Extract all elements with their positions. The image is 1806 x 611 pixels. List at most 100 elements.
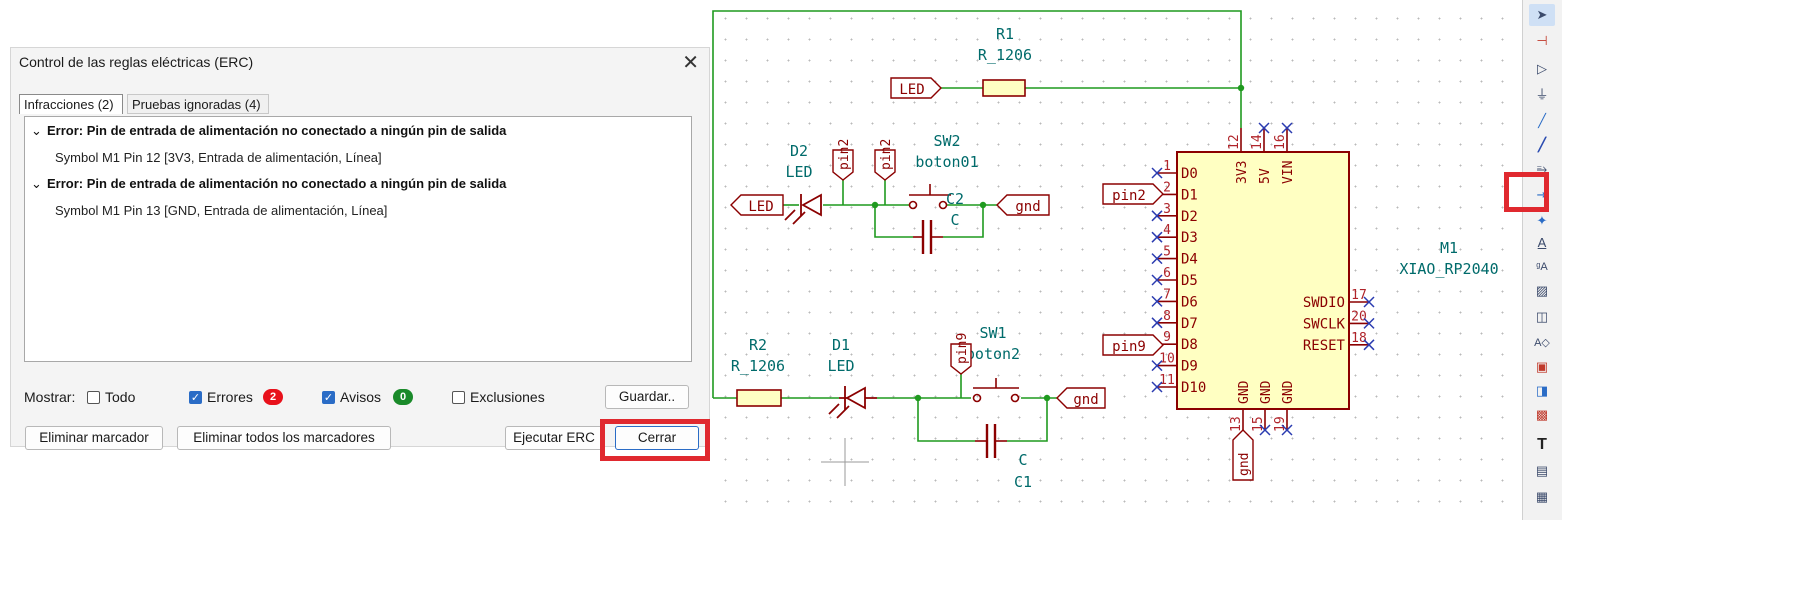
label-pin9-sw1-text: pin9	[955, 333, 970, 364]
junction-dot	[1237, 84, 1245, 92]
r1-ref: R1	[996, 25, 1014, 43]
add-power-icon[interactable]: ⏚	[1535, 87, 1549, 102]
no-connect-marker	[1363, 296, 1375, 308]
label-pin2-a[interactable]	[832, 149, 854, 181]
no-connect-marker	[1151, 210, 1163, 222]
no-connect-marker	[1281, 424, 1293, 436]
add-bus-icon[interactable]: ╱	[1538, 137, 1546, 152]
label-gnd-m1[interactable]	[1232, 429, 1254, 481]
no-connect-marker	[1151, 317, 1163, 329]
pin-name: D10	[1181, 380, 1206, 396]
pin-number: 10	[1159, 352, 1175, 367]
delete-all-markers-button[interactable]: Eliminar todos los marcadores	[177, 426, 391, 450]
module-m1-body[interactable]	[1176, 151, 1350, 410]
pin-number: 18	[1351, 331, 1367, 346]
add-global-label-icon[interactable]: ◫	[1535, 309, 1549, 324]
label-gnd-m1-text: gnd	[1237, 453, 1252, 476]
label-led-d2[interactable]	[730, 194, 784, 216]
pin-name: D7	[1181, 316, 1198, 332]
violation-detail[interactable]: Symbol M1 Pin 13 [GND, Entrada de alimen…	[55, 203, 388, 218]
capacitor-c2-symbol[interactable]	[913, 220, 943, 254]
label-pin2-b-text: pin2	[879, 139, 894, 170]
filter-exclusions-label: Exclusiones	[470, 389, 545, 405]
checkbox-exclusions[interactable]	[452, 391, 465, 404]
violation-detail[interactable]: Symbol M1 Pin 12 [3V3, Entrada de alimen…	[55, 150, 382, 165]
add-wire-icon[interactable]: ╱	[1538, 113, 1546, 128]
junction-dot	[871, 201, 879, 209]
close-button[interactable]: Cerrar	[615, 426, 699, 450]
pin-number: 16	[1273, 134, 1288, 150]
highlight-net-icon[interactable]: ⊣	[1536, 33, 1548, 48]
label-gnd-sw2[interactable]	[996, 194, 1050, 216]
no-connect-marker	[1281, 122, 1293, 134]
add-sheet-icon[interactable]: ▣	[1535, 359, 1549, 374]
delete-marker-button[interactable]: Eliminar marcador	[25, 426, 163, 450]
save-button[interactable]: Guardar..	[605, 385, 689, 409]
add-symbol-icon[interactable]: ▷	[1537, 61, 1547, 76]
junction-dot	[914, 394, 922, 402]
add-sheet-pin-icon[interactable]: ▩	[1535, 407, 1549, 422]
r2-ref: R2	[749, 336, 767, 354]
wire-c1-left	[917, 398, 975, 442]
pin-number: 6	[1163, 266, 1171, 281]
label-pin9-sw1[interactable]	[950, 343, 972, 375]
pin-number: 3	[1163, 202, 1171, 217]
add-rule-area-icon[interactable]: ▨	[1535, 283, 1549, 298]
add-hier-label-icon[interactable]: A◇	[1534, 337, 1550, 349]
list-item[interactable]: ⌄Error: Pin de entrada de alimentación n…	[31, 176, 507, 191]
switch-sw1-symbol[interactable]	[972, 378, 1020, 403]
add-label-icon[interactable]: A	[1537, 235, 1547, 250]
pin-name: D3	[1181, 230, 1198, 246]
tab-ignored-tests[interactable]: Pruebas ignoradas (4)	[127, 94, 269, 114]
label-led-top[interactable]	[890, 77, 942, 99]
filter-errors-label: Errores	[207, 389, 253, 405]
add-junction-icon[interactable]: ✦	[1536, 213, 1548, 228]
d1-ref: D1	[832, 336, 850, 354]
add-textbox-icon[interactable]: ▤	[1535, 463, 1549, 478]
filter-warnings-label: Avisos	[340, 389, 381, 405]
run-erc-button[interactable]: Ejecutar ERC	[505, 426, 603, 450]
close-button-highlight	[600, 419, 710, 461]
checkbox-errors[interactable]: ✓	[189, 391, 202, 404]
resistor-r2-body[interactable]	[736, 389, 782, 407]
cursor-crosshair	[821, 438, 869, 486]
pin-name: GND	[1259, 380, 1274, 404]
list-item[interactable]: ⌄Error: Pin de entrada de alimentación n…	[31, 123, 507, 138]
label-led-top-text: LED	[899, 82, 924, 98]
chevron-down-icon[interactable]: ⌄	[31, 123, 42, 138]
no-connect-icon[interactable]: ⇥	[1536, 187, 1548, 202]
label-gnd-sw1[interactable]	[1056, 387, 1106, 409]
pin-number: 13	[1229, 416, 1244, 432]
d2-ref: D2	[790, 142, 808, 160]
bus-entry-icon[interactable]: ⥱	[1536, 161, 1548, 176]
label-pin9-m1[interactable]	[1102, 334, 1164, 356]
add-table-icon[interactable]: ▦	[1535, 489, 1549, 504]
label-gnd-sw1-text: gnd	[1073, 392, 1098, 408]
led-d2-symbol[interactable]	[784, 193, 822, 225]
sw2-ref: SW2	[933, 132, 960, 150]
pin-name: GND	[1237, 380, 1252, 404]
import-sheet-pin-icon[interactable]: ◨	[1535, 383, 1549, 398]
chevron-down-icon[interactable]: ⌄	[31, 176, 42, 191]
checkbox-all[interactable]	[87, 391, 100, 404]
close-icon[interactable]: ✕	[682, 52, 699, 74]
add-net-class-icon[interactable]: ᵍA	[1536, 261, 1548, 273]
d1-value: LED	[827, 357, 854, 375]
filter-all-label: Todo	[105, 389, 136, 405]
tab-violations[interactable]: Infracciones (2)	[19, 94, 123, 114]
label-pin2-m1-text: pin2	[1112, 188, 1146, 204]
sw1-ref: SW1	[979, 324, 1006, 342]
add-text-icon[interactable]: T	[1537, 436, 1547, 453]
select-arrow-icon[interactable]: ➤	[1529, 4, 1555, 26]
label-pin2-m1[interactable]	[1102, 183, 1164, 205]
resistor-r1-body[interactable]	[982, 79, 1026, 97]
switch-sw2-symbol[interactable]	[908, 184, 951, 210]
sw2-value: boton01	[915, 153, 978, 171]
led-d1-symbol[interactable]	[828, 386, 877, 419]
wire-c1-right	[1007, 398, 1048, 442]
label-gnd-sw2-text: gnd	[1015, 199, 1040, 215]
checkbox-warnings[interactable]: ✓	[322, 391, 335, 404]
label-pin2-b[interactable]	[874, 149, 896, 181]
capacitor-c1-symbol[interactable]	[975, 424, 1007, 458]
pin-number: 2	[1163, 180, 1171, 195]
